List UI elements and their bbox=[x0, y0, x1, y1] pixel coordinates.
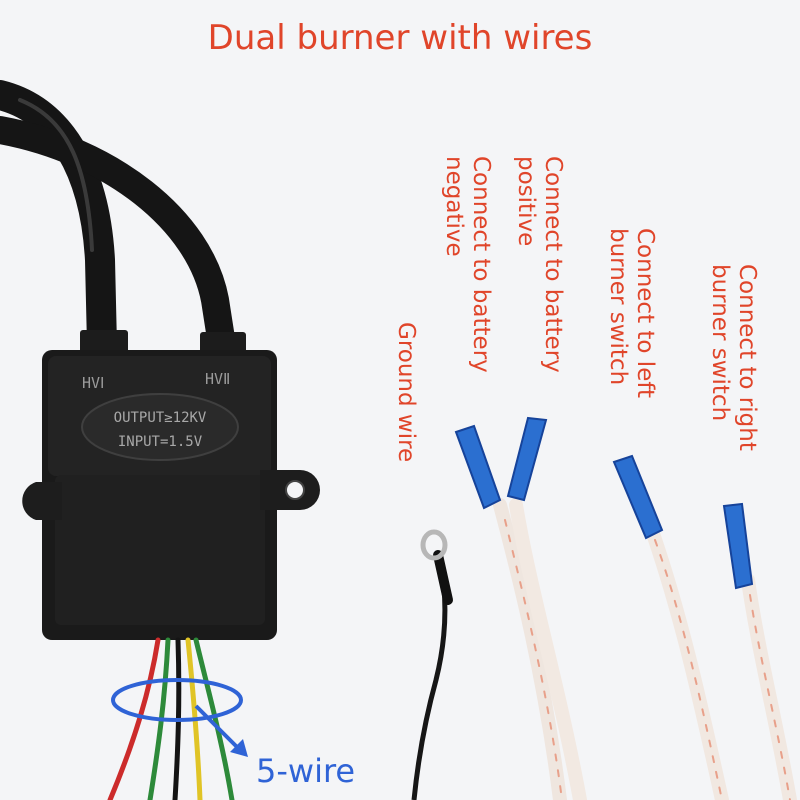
label-battery-positive: Connect to battery positive bbox=[512, 156, 566, 373]
page-title: Dual burner with wires bbox=[207, 18, 593, 58]
label-ground-wire: Ground wire bbox=[392, 322, 419, 462]
label-battery-positive-line2: positive bbox=[513, 156, 539, 247]
label-left-switch-line1: Connect to left bbox=[632, 228, 658, 399]
annotation-arrowhead bbox=[230, 739, 248, 757]
terminal-left-switch bbox=[612, 454, 664, 540]
annotation-arrow-line bbox=[194, 704, 240, 750]
spec-oval bbox=[81, 393, 239, 461]
ground-ring-terminal bbox=[420, 529, 448, 561]
braid-pattern-1 bbox=[504, 519, 563, 800]
wire-black bbox=[172, 637, 182, 800]
spec-output: OUTPUT≥12KV bbox=[114, 410, 207, 426]
label-right-switch: Connect to right burner switch bbox=[706, 264, 760, 451]
label-right-switch-line1: Connect to right bbox=[734, 264, 760, 451]
spade-terminals bbox=[454, 416, 754, 590]
ground-wire-sleeve bbox=[433, 550, 453, 605]
wire-green bbox=[147, 637, 171, 800]
wire-yellow bbox=[185, 637, 203, 800]
mounting-hole-right bbox=[285, 480, 305, 500]
label-battery-positive-line1: Connect to battery bbox=[540, 156, 566, 373]
terminal-right-switch bbox=[722, 502, 754, 590]
hv-cables bbox=[0, 80, 236, 360]
five-wire-label: 5-wire bbox=[256, 752, 356, 790]
hv-cable-2 bbox=[0, 116, 236, 359]
label-battery-negative-line2: negative bbox=[441, 156, 467, 257]
label-left-switch-line2: burner switch bbox=[605, 228, 631, 386]
mounting-ear-left bbox=[22, 482, 62, 520]
braid-wire-pos bbox=[509, 498, 587, 800]
spec-input: INPUT=1.5V bbox=[118, 434, 203, 450]
braid-pattern-3 bbox=[749, 594, 791, 800]
label-battery-negative: Connect to battery negative bbox=[440, 156, 494, 373]
port-label-hv1: HVⅠ bbox=[82, 374, 105, 392]
label-right-switch-line2: burner switch bbox=[707, 264, 733, 422]
hv-cable-highlight bbox=[18, 98, 94, 252]
port-label-hv2: HVⅡ bbox=[205, 370, 230, 388]
label-battery-negative-line1: Connect to battery bbox=[468, 156, 494, 373]
terminal-battery-negative bbox=[454, 424, 502, 510]
braid-pattern-2 bbox=[654, 539, 723, 800]
label-left-switch: Connect to left burner switch bbox=[604, 228, 658, 398]
module-lower-face bbox=[55, 475, 265, 625]
label-ground-text: Ground wire bbox=[393, 322, 419, 463]
terminal-battery-positive bbox=[506, 416, 548, 502]
wire-ring-annotation bbox=[111, 678, 243, 722]
ignition-module: HVⅠ HVⅡ OUTPUT≥12KV INPUT=1.5V bbox=[22, 350, 320, 640]
braided-wires bbox=[493, 498, 797, 800]
